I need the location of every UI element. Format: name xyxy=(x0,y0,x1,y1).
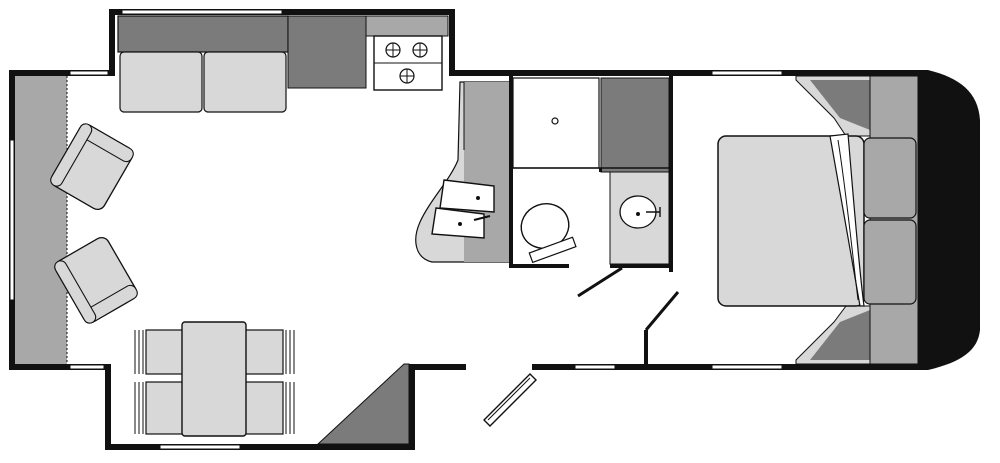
entry-door-icon xyxy=(483,373,537,427)
dining-table-icon xyxy=(145,321,284,437)
window-icon xyxy=(9,139,15,301)
bathroom-sink-icon xyxy=(609,171,670,265)
living-area xyxy=(15,15,466,445)
windows xyxy=(9,9,783,450)
toilet-icon xyxy=(520,203,577,264)
bed-icon xyxy=(717,133,865,307)
sofa-icon xyxy=(117,15,289,113)
pillow-icon xyxy=(863,219,917,305)
armchair-icon xyxy=(54,236,138,324)
kitchen-sink-icon xyxy=(431,179,495,239)
window-icon xyxy=(711,70,783,76)
window-icon xyxy=(711,364,783,370)
window-icon xyxy=(574,364,616,370)
bedroom xyxy=(717,75,919,365)
bathroom xyxy=(509,76,673,298)
shower-icon xyxy=(512,77,600,169)
pillow-icon xyxy=(863,137,917,219)
wardrobe-icon xyxy=(600,77,670,173)
stove-icon xyxy=(365,15,449,91)
galley xyxy=(415,76,513,268)
armchair-icon xyxy=(50,123,134,211)
bedroom-door-icon xyxy=(644,291,680,331)
chair-icon xyxy=(134,330,295,434)
window-icon xyxy=(121,9,283,15)
window-icon xyxy=(69,364,105,370)
window-icon xyxy=(159,444,241,450)
window-icon xyxy=(69,70,109,76)
